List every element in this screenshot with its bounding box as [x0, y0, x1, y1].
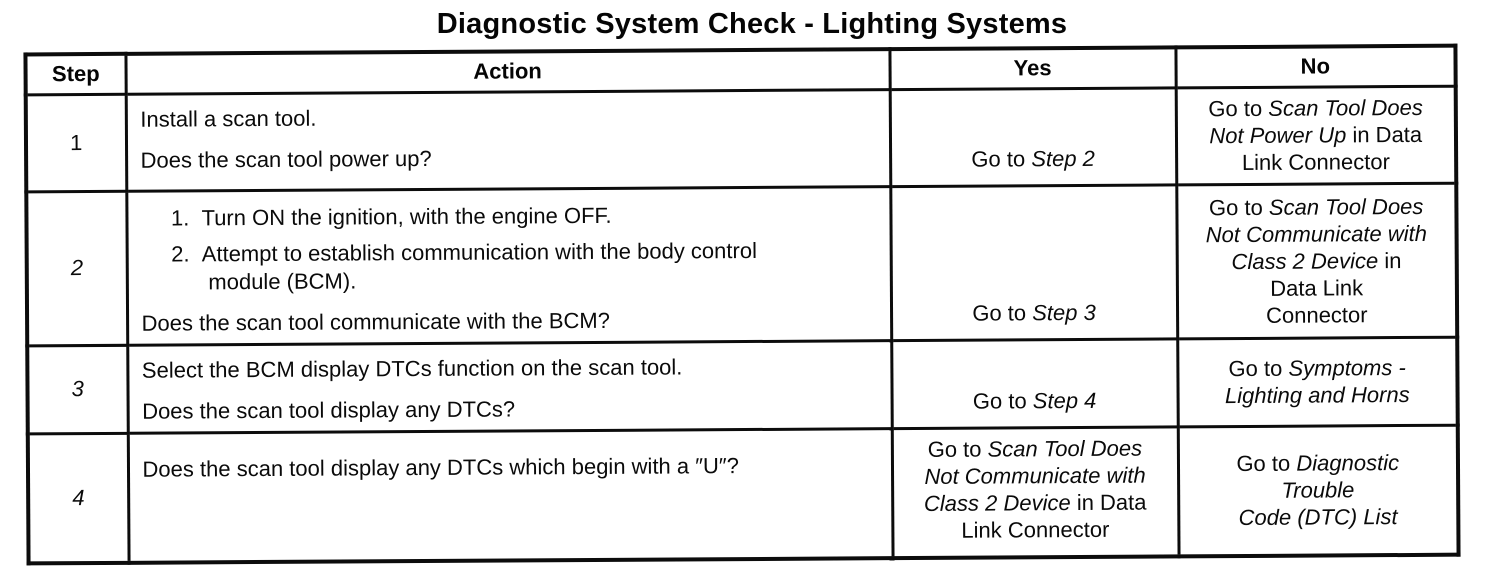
- plain-text: Connector: [1265, 301, 1368, 328]
- plain-text: in Data: [1070, 489, 1147, 515]
- reference-text: Not Communicate with: [1205, 220, 1428, 247]
- reference-text: Trouble: [1281, 477, 1355, 503]
- yes-goto-text: Go to Step 2: [896, 144, 1171, 173]
- column-header-action: Action: [125, 49, 890, 94]
- page-title: Diagnostic System Check - Lighting Syste…: [436, 8, 1068, 40]
- action-list-item: 1. Turn ON the ignition, with the engine…: [170, 202, 612, 231]
- table-row: 2 1. Turn ON the ignition, with the engin…: [26, 182, 1458, 346]
- yes-cell: Go to Step 3: [890, 184, 1178, 341]
- reference-text: Diagnostic: [1296, 450, 1400, 476]
- table-body: 1 Install a scan tool. Does the scan tool …: [25, 85, 1459, 563]
- no-goto-text: Go to Symptoms -Lighting and Horns: [1185, 354, 1450, 410]
- plain-text: Go to: [971, 145, 1032, 172]
- table-row: 3 Select the BCM display DTCs function on…: [27, 336, 1458, 434]
- action-question: Does the scan tool display any DTCs?: [142, 395, 516, 424]
- action-cell: Select the BCM display DTCs function on …: [127, 340, 892, 433]
- plain-text: Go to: [1208, 194, 1269, 220]
- step-cell: 4: [27, 432, 129, 563]
- step-number: 2: [70, 255, 84, 281]
- plain-text: Data Link: [1270, 274, 1364, 301]
- step-cell: 3: [27, 344, 128, 434]
- plain-text: Go to: [927, 436, 988, 462]
- reference-text: Code (DTC) List: [1238, 504, 1398, 531]
- reference-text: Class 2 Device: [923, 489, 1071, 516]
- action-question: Does the scan tool display any DTCs whic…: [142, 452, 739, 482]
- plain-text: Go to: [1228, 355, 1289, 382]
- plain-text: Go to: [1236, 450, 1297, 477]
- reference-text: Step 3: [1032, 299, 1096, 325]
- plain-text: Link Connector: [1241, 149, 1390, 176]
- action-cell: Does the scan tool display any DTCs whic…: [127, 428, 893, 563]
- action-instruction: Install a scan tool.: [140, 105, 317, 132]
- reference-text: Step 2: [1031, 145, 1095, 171]
- reference-text: Lighting and Horns: [1224, 381, 1410, 409]
- table-row: 4 Does the scan tool display any DTCs whi…: [27, 424, 1459, 563]
- action-cell: Install a scan tool. Does the scan tool p…: [125, 89, 891, 191]
- step-cell: 2: [26, 190, 128, 346]
- document-page: Diagnostic System Check - Lighting Syste…: [0, 8, 1504, 565]
- plain-text: in: [1378, 247, 1402, 273]
- reference-text: Scan Tool Does: [1268, 193, 1424, 220]
- plain-text: in Data: [1346, 121, 1423, 148]
- plain-text: Go to: [972, 299, 1033, 326]
- reference-text: Not Power Up: [1209, 122, 1347, 149]
- action-list-item: 2. Attempt to establish communication wi…: [171, 237, 757, 294]
- action-cell: 1. Turn ON the ignition, with the engine…: [126, 186, 892, 345]
- column-header-no: No: [1175, 45, 1456, 88]
- yes-goto-text: Go to Step 3: [896, 298, 1171, 327]
- diagnostic-table: Step Action Yes No 1 Install a scan tool.…: [23, 43, 1461, 565]
- reference-text: Scan Tool Does: [1268, 94, 1423, 121]
- step-number: 3: [71, 376, 84, 402]
- yes-cell: Go to Step 2: [889, 87, 1177, 187]
- yes-goto-text: Go to Step 4: [897, 386, 1172, 415]
- action-instruction: Select the BCM display DTCs function on …: [141, 353, 683, 383]
- reference-text: Symptoms -: [1288, 355, 1406, 381]
- plain-text: Go to: [1208, 95, 1269, 122]
- step-number: 1: [70, 129, 83, 155]
- plain-text: Link Connector: [961, 516, 1110, 543]
- no-cell: Go to Symptoms -Lighting and Horns: [1177, 336, 1458, 427]
- column-header-yes: Yes: [889, 47, 1176, 90]
- reference-text: Class 2 Device: [1231, 247, 1379, 274]
- step-number: 4: [72, 484, 85, 510]
- plain-text: Go to: [972, 387, 1033, 414]
- reference-text: Step 4: [1032, 387, 1097, 413]
- action-question: Does the scan tool communicate with the …: [141, 307, 610, 336]
- step-cell: 1: [25, 93, 127, 192]
- column-header-step: Step: [25, 53, 126, 95]
- table-container: Step Action Yes No 1 Install a scan tool.…: [0, 43, 1504, 565]
- yes-cell: Go to Step 4: [891, 338, 1178, 429]
- reference-text: Scan Tool Does: [987, 435, 1143, 462]
- reference-text: Not Communicate with: [924, 462, 1146, 489]
- action-question: Does the scan tool power up?: [140, 145, 432, 173]
- table-row: 1 Install a scan tool. Does the scan tool …: [25, 85, 1457, 192]
